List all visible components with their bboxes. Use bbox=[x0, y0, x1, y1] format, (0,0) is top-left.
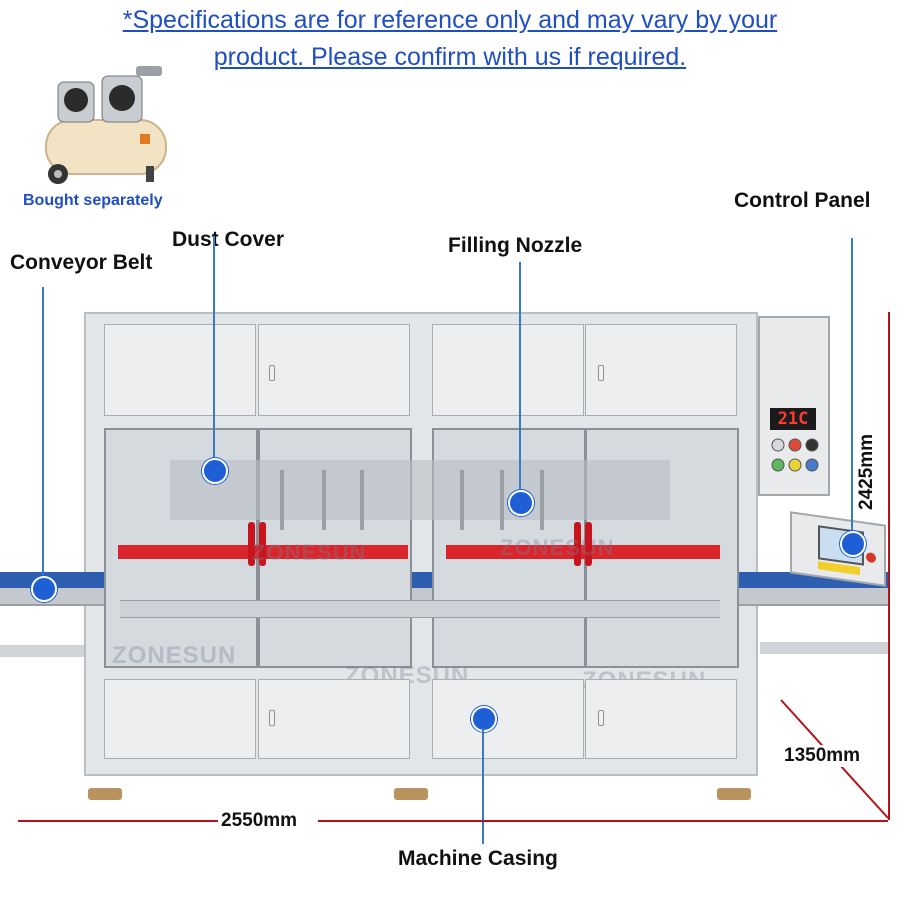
bought-separately-label: Bought separately bbox=[23, 192, 163, 209]
top-cabinet-2 bbox=[258, 324, 410, 416]
control-panel-leader-line bbox=[851, 238, 853, 540]
nozzle bbox=[280, 470, 284, 530]
control-panel-marker bbox=[840, 531, 866, 557]
filling-nozzle-leader-line bbox=[519, 262, 521, 498]
filling-manifold bbox=[170, 460, 670, 520]
height-dimension-label: 2425mm bbox=[856, 431, 878, 512]
air-compressor-image bbox=[45, 66, 167, 184]
top-cabinet-4 bbox=[585, 324, 737, 416]
bottom-cabinet-4 bbox=[585, 679, 737, 759]
control-buttons-icon bbox=[771, 438, 819, 472]
control-panel-label: Control Panel bbox=[734, 189, 871, 212]
temperature-display: 21C bbox=[770, 408, 816, 430]
control-cabinet: 21C bbox=[758, 316, 830, 496]
dust-cover-leader-line bbox=[213, 236, 215, 468]
door-handle bbox=[259, 522, 266, 566]
watermark: ZONESUN bbox=[252, 540, 367, 565]
door-handle bbox=[585, 522, 592, 566]
disclaimer-line-2: product. Please confirm with us if requi… bbox=[213, 43, 687, 71]
cabinet-handle bbox=[269, 710, 275, 726]
machine-casing-marker bbox=[471, 706, 497, 732]
nozzle bbox=[500, 470, 504, 530]
nozzle bbox=[460, 470, 464, 530]
disclaimer-line-1: *Specifications are for reference only a… bbox=[122, 6, 778, 34]
bottom-cabinet-2 bbox=[258, 679, 410, 759]
dust-cover-label: Dust Cover bbox=[172, 228, 285, 251]
watermark: ZONESUN bbox=[112, 642, 237, 669]
inner-conveyor bbox=[120, 600, 720, 618]
watermark: ZONESUN bbox=[500, 535, 615, 560]
nozzle bbox=[540, 470, 544, 530]
conveyor-lower-rail bbox=[760, 642, 888, 654]
leveling-foot bbox=[717, 788, 751, 800]
dust-cover-marker bbox=[202, 458, 228, 484]
leveling-foot bbox=[394, 788, 428, 800]
cabinet-handle bbox=[269, 365, 275, 381]
conveyor-belt-marker bbox=[31, 576, 57, 602]
width-dimension-label: 2550mm bbox=[221, 810, 298, 832]
filling-nozzle-label: Filling Nozzle bbox=[448, 234, 583, 257]
door-handle bbox=[248, 522, 255, 566]
cabinet-handle bbox=[598, 710, 604, 726]
depth-dimension-label: 1350mm bbox=[784, 745, 861, 767]
bottom-cabinet-1 bbox=[104, 679, 256, 759]
machine-casing-label: Machine Casing bbox=[398, 847, 558, 870]
nozzle bbox=[322, 470, 326, 530]
door-handle bbox=[574, 522, 581, 566]
top-cabinet-1 bbox=[104, 324, 256, 416]
machine-casing bbox=[432, 679, 584, 759]
disclaimer-text: *Specifications are for reference only a… bbox=[0, 2, 900, 76]
cabinet-handle bbox=[598, 365, 604, 381]
conveyor-lower-rail-left bbox=[0, 645, 84, 657]
guard-bar-right bbox=[446, 545, 720, 559]
filling-nozzle-marker bbox=[508, 490, 534, 516]
leveling-foot bbox=[88, 788, 122, 800]
top-cabinet-3 bbox=[432, 324, 584, 416]
machine-casing-leader-line bbox=[482, 728, 484, 844]
nozzle bbox=[360, 470, 364, 530]
conveyor-belt-label: Conveyor Belt bbox=[10, 251, 153, 274]
conveyor-belt-leader-line bbox=[42, 287, 44, 587]
